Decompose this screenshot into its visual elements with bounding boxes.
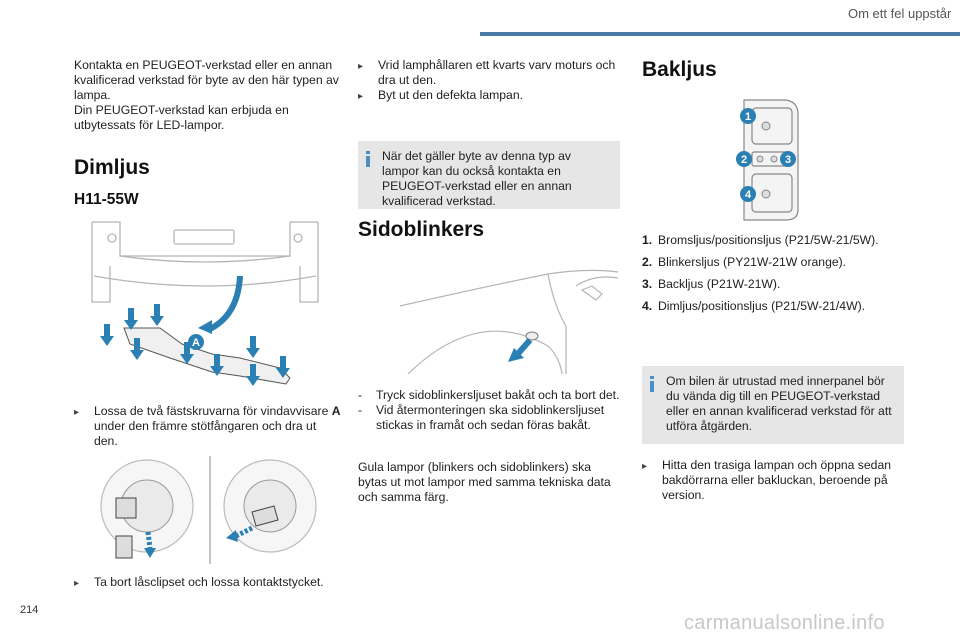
- heading-sidoblinkers: Sidoblinkers: [358, 218, 485, 241]
- side-step-2-text: Vid återmonteringen ska sidoblinkersljus…: [376, 403, 605, 432]
- heading-bakljus: Bakljus: [642, 58, 717, 81]
- side-step-1-text: Tryck sidoblinkersljuset bakåt och ta bo…: [376, 388, 620, 402]
- rear-lamp-diagram: 1 2 3 4: [736, 99, 799, 221]
- bullet-marker-icon: ▸: [642, 461, 648, 472]
- heading-dimljus: Dimljus: [74, 156, 150, 179]
- side-indicator-illustration: [399, 269, 619, 374]
- diagram-label-3: 3: [785, 154, 791, 166]
- bullet-marker-icon: ▸: [358, 91, 364, 102]
- info-note-1-text: När det gäller byte av denna typ av lamp…: [382, 149, 572, 208]
- diagram-label-1: 1: [745, 111, 751, 123]
- intro-text-1: Kontakta en PEUGEOT-verkstad eller en an…: [74, 58, 339, 102]
- info-note-2: Om bilen är utrustad med innerpanel bör …: [642, 366, 904, 444]
- fog-step-2: ▸ Ta bort låsclipset och lossa kontaktst…: [74, 575, 342, 591]
- fog-step-1: ▸ Lossa de två fästskruvarna för vindavv…: [74, 404, 342, 449]
- front-bumper-illustration: A: [91, 221, 319, 386]
- info-note-2-text: Om bilen är utrustad med innerpanel bör …: [666, 374, 892, 433]
- list-item: 3.Backljus (P21W-21W).: [642, 277, 781, 291]
- info-icon: [650, 376, 654, 392]
- fog-step-3-text: Vrid lamphållaren ett kvarts varv moturs…: [378, 58, 616, 87]
- column-1: Kontakta en PEUGEOT-verkstad eller en an…: [74, 58, 342, 133]
- diagram-label-2: 2: [741, 154, 747, 166]
- list-item: 2.Blinkersljus (PY21W-21W orange).: [642, 255, 847, 269]
- bullet-marker-icon: ▸: [74, 407, 80, 418]
- rear-step-1: ▸ Hitta den trasiga lampan och öppna sed…: [642, 458, 904, 503]
- list-item: 4.Dimljus/positionsljus (P21/5W-21/4W).: [642, 299, 866, 313]
- lamp-connector-illustration: [100, 456, 317, 564]
- subheading-bulb-type: H11-55W: [74, 191, 139, 208]
- info-note-1: När det gäller byte av denna typ av lamp…: [358, 141, 620, 209]
- intro-text-2: Din PEUGEOT-verkstad kan erbjuda en utby…: [74, 103, 289, 132]
- fog-step-4-text: Byt ut den defekta lampan.: [378, 88, 523, 102]
- list-item: 1.Bromsljus/positionsljus (P21/5W-21/5W)…: [642, 233, 879, 247]
- callout-a-label: A: [192, 337, 200, 349]
- bullet-marker-icon: ▸: [74, 578, 80, 589]
- header-accent-bar: [480, 32, 960, 36]
- rear-lamp-list: 1.Bromsljus/positionsljus (P21/5W-21/5W)…: [642, 233, 904, 321]
- fog-step-2-text: Ta bort låsclipset och lossa kontaktstyc…: [94, 575, 324, 589]
- side-steps: - Tryck sidoblinkersljuset bakåt och ta …: [358, 388, 620, 432]
- fog-step-1-text: Lossa de två fästskruvarna för vindavvis…: [94, 404, 341, 448]
- page-header-title: Om ett fel uppstår: [848, 6, 952, 21]
- amber-bulbs-paragraph: Gula lampor (blinkers och sidoblinkers) …: [358, 460, 611, 504]
- bullet-marker-icon: ▸: [358, 61, 364, 72]
- watermark-text: carmanualsonline.info: [684, 612, 885, 634]
- rear-step-1-text: Hitta den trasiga lampan och öppna sedan…: [662, 458, 892, 502]
- info-icon: [366, 151, 370, 167]
- page-number: 214: [20, 604, 39, 616]
- diagram-label-4: 4: [745, 189, 752, 201]
- column-2: ▸ Vrid lamphållaren ett kvarts varv motu…: [358, 58, 620, 104]
